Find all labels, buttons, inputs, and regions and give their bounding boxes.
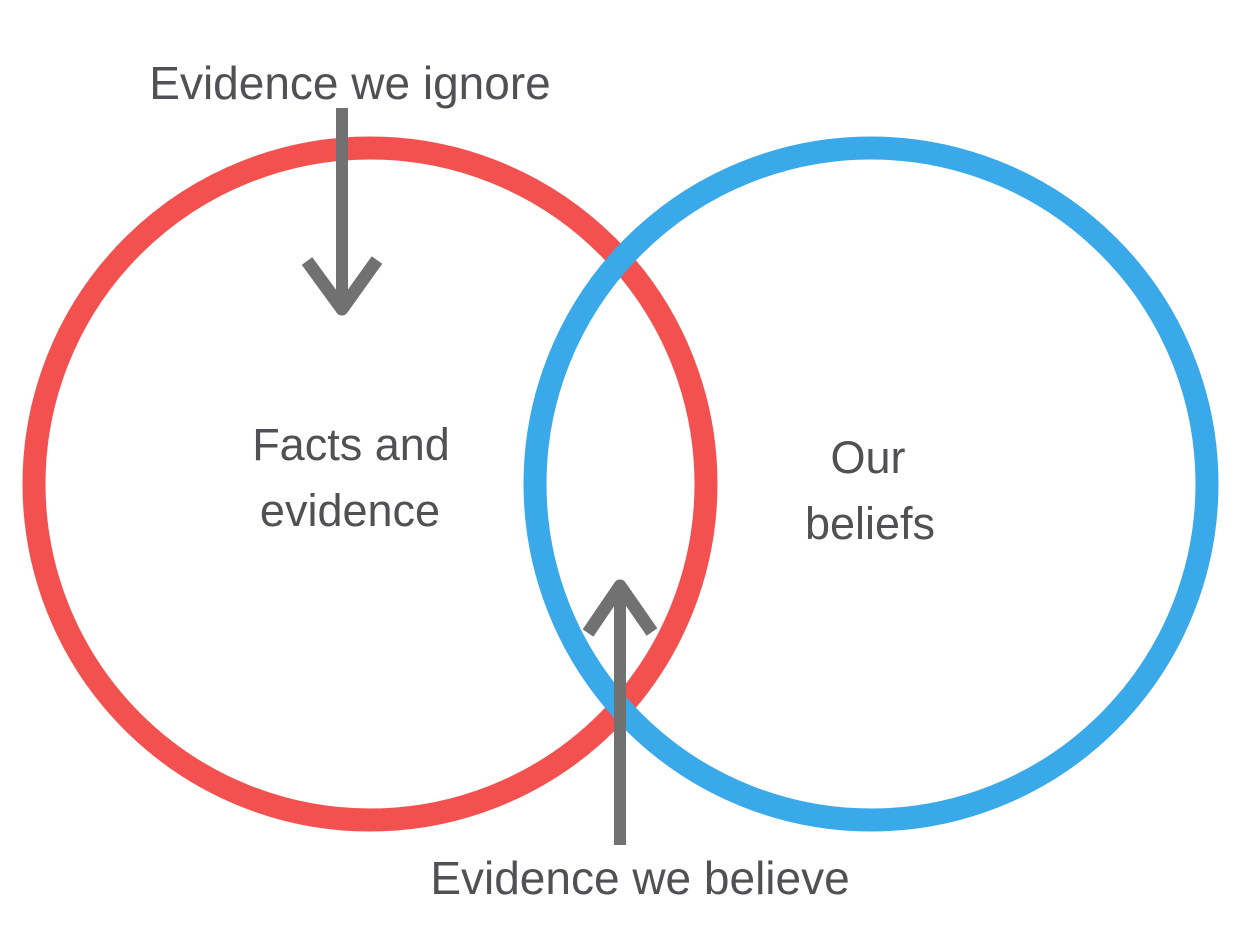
facts-and-evidence-circle <box>22 136 718 832</box>
our-beliefs-circle <box>523 136 1219 832</box>
beliefs-circle-label-line1: Our <box>830 432 905 483</box>
top-annotation-label: Evidence we ignore <box>149 57 550 109</box>
up-arrow-icon <box>582 579 658 845</box>
facts-circle-label-line2: evidence <box>260 485 440 536</box>
up-arrow-head <box>582 579 658 637</box>
bottom-annotation-label: Evidence we believe <box>430 852 849 904</box>
facts-circle-label-line1: Facts and <box>252 419 450 470</box>
down-arrow-head <box>301 256 383 316</box>
beliefs-circle-label-line2: beliefs <box>805 498 935 549</box>
down-arrow-icon <box>301 108 383 316</box>
